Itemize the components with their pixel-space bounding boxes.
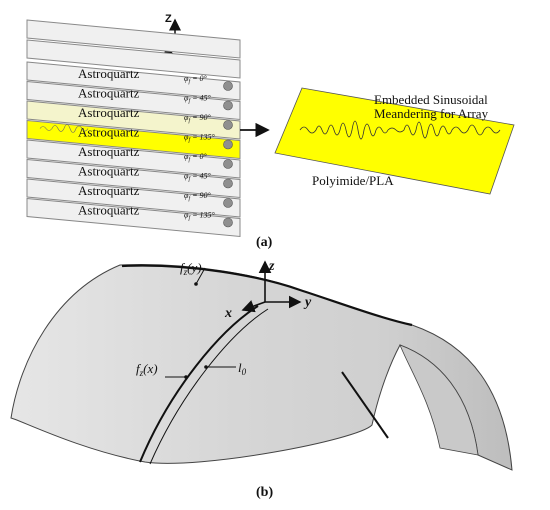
cross-section-line xyxy=(139,305,259,463)
ply-label: Astroquartz xyxy=(78,203,140,218)
ply-angle: φf = 0° xyxy=(184,152,208,163)
ply-label: Astroquartz xyxy=(78,144,140,159)
ply-sheet xyxy=(26,100,241,140)
callout-sheet: Embedded Sinusoidal Meandering for Array… xyxy=(274,87,515,195)
callout-title-line2: Meandering for Array xyxy=(374,106,489,121)
ply-dot-icon xyxy=(223,198,233,208)
ridge-curve xyxy=(121,264,413,327)
ply-4: Astroquartz φf = 135° xyxy=(26,119,241,160)
ply-sheet xyxy=(26,158,241,199)
ply-label: Astroquartz xyxy=(78,164,140,179)
label-fzx: fz(x) xyxy=(136,361,158,378)
label-fzy: fz(y) xyxy=(180,260,202,277)
ply-2: Astroquartz φf = 45° xyxy=(26,80,241,121)
ply-label: Astroquartz xyxy=(78,86,140,101)
ply-sheet xyxy=(26,80,241,121)
axis-x-label-b: x xyxy=(224,306,232,321)
panel-b: z y x fz(y) fz(x) l0 (b) xyxy=(10,259,513,500)
cross-section-line-inner xyxy=(149,308,269,465)
ply-6: Astroquartz φf = 45° xyxy=(26,158,241,199)
caption-a: (a) xyxy=(256,235,273,250)
ply-dot-icon xyxy=(223,217,233,228)
ply-dot-icon xyxy=(223,81,233,91)
ply-label: Astroquartz xyxy=(78,125,140,140)
ply-angle: φf = 0° xyxy=(184,74,208,85)
axis-y-label-b: y xyxy=(303,295,312,310)
label-l0: l0 xyxy=(238,360,247,377)
marker-l0 xyxy=(204,365,208,369)
ply-angle: φf = 135° xyxy=(184,133,216,144)
callout-substrate-label: Polyimide/PLA xyxy=(312,173,394,188)
ply-label: Astroquartz xyxy=(78,66,140,81)
ply-dot-icon xyxy=(223,178,233,189)
marker-fzy xyxy=(194,282,198,286)
ply-sheet xyxy=(26,197,241,238)
ply-label: Astroquartz xyxy=(78,105,140,120)
ply-angle: φf = 45° xyxy=(184,94,212,105)
ply-7: Astroquartz φf = 90° xyxy=(26,178,241,218)
leader-fzy xyxy=(195,267,206,285)
ply-dot-icon xyxy=(223,120,233,130)
axis-z-label: Z xyxy=(165,13,172,25)
ply-sheet xyxy=(26,119,241,160)
ply-1: Astroquartz φf = 0° xyxy=(26,61,241,101)
ply-sheet xyxy=(26,178,241,218)
embedded-trace xyxy=(39,124,89,133)
ply-dot-icon xyxy=(223,159,233,169)
ply-sheet xyxy=(26,139,241,179)
ply-label: Astroquartz xyxy=(78,183,140,198)
marker-fzx xyxy=(184,375,188,379)
ply-8: Astroquartz φf = 135° xyxy=(26,197,241,238)
cross-section-right xyxy=(341,371,389,439)
blank-sheet xyxy=(26,39,241,79)
ply-5: Astroquartz φf = 0° xyxy=(26,139,241,179)
ply-dot-icon xyxy=(223,139,233,150)
axes-b: z y x xyxy=(224,259,312,321)
ply-dot-icon xyxy=(223,100,233,111)
caption-b: (b) xyxy=(256,485,273,500)
ply-sheet xyxy=(26,61,241,101)
ply-angle: φf = 45° xyxy=(184,172,212,183)
ply-angle: φf = 90° xyxy=(184,191,212,202)
callout-title-line1: Embedded Sinusoidal xyxy=(374,92,488,107)
top-blank-sheets xyxy=(26,19,241,79)
ply-3: Astroquartz φf = 90° xyxy=(26,100,241,140)
axis-z-label-b: z xyxy=(268,259,275,274)
blank-sheet xyxy=(26,19,241,59)
surface-back-flank xyxy=(399,344,479,456)
ply-angle: φf = 90° xyxy=(184,113,212,124)
ply-angle: φf = 135° xyxy=(184,211,216,222)
meander-trace xyxy=(299,120,501,140)
yellow-substrate xyxy=(274,87,515,195)
